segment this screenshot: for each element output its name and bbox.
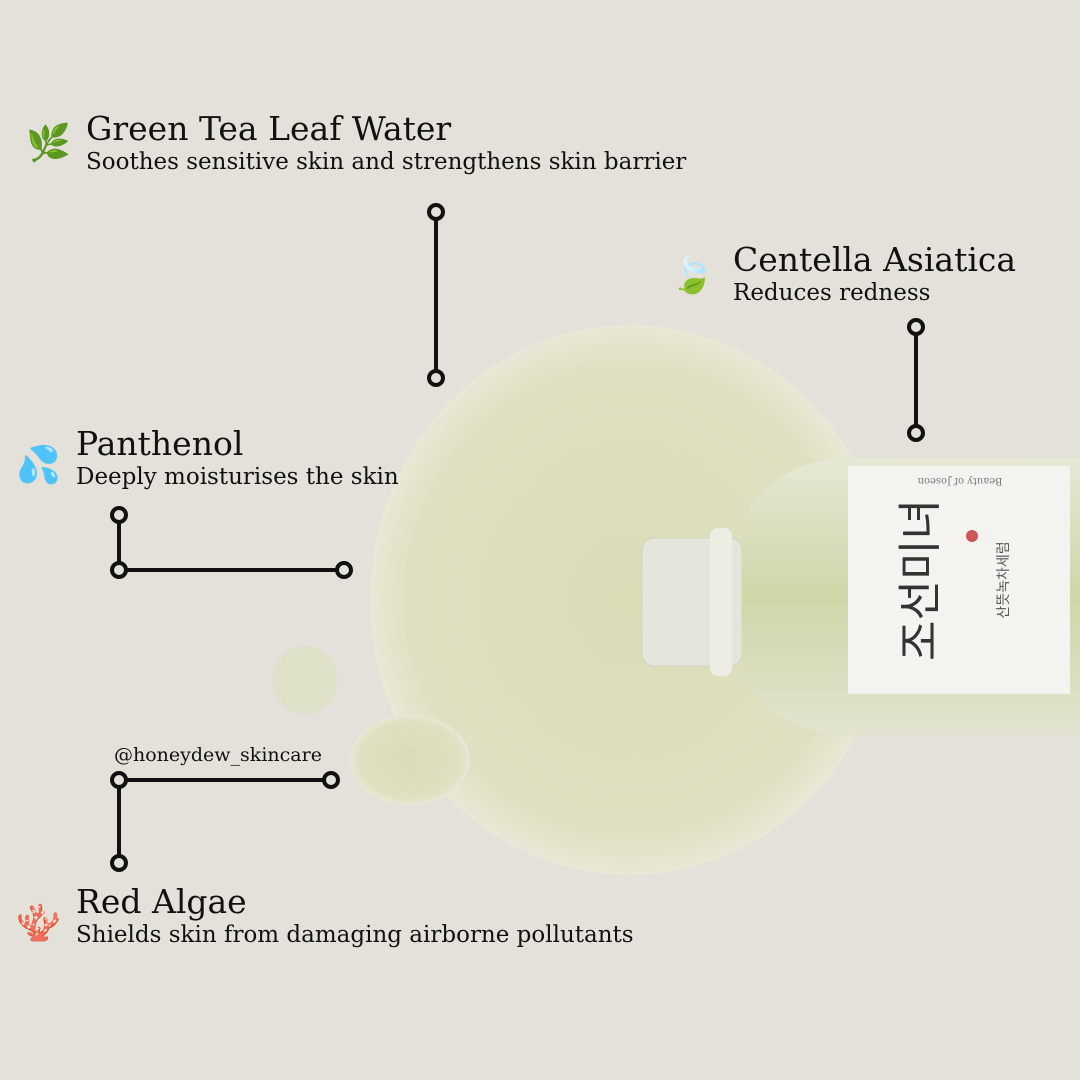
serum-bottle: Beauty of Joseon 조선미녀 산뜻녹차세럼: [641, 458, 1080, 735]
ingredient-green-tea: Green Tea Leaf Water Soothes sensitive s…: [86, 110, 686, 176]
leaves-icon: 🍃: [670, 255, 715, 296]
ingredient-title: Centella Asiatica: [733, 240, 1017, 279]
svg-text:Beauty of Joseon: Beauty of Joseon: [917, 475, 1003, 486]
ingredient-title: Panthenol: [76, 424, 244, 463]
ingredient-red-algae: Red Algae Shields skin from damaging air…: [76, 883, 634, 949]
connector-lines: [110, 203, 925, 872]
water-drops-icon: 💦: [16, 445, 61, 486]
instagram-handle: @honeydew_skincare: [114, 744, 322, 766]
ingredient-title: Green Tea Leaf Water: [86, 109, 452, 148]
ingredient-centella: Centella Asiatica Reduces redness: [733, 241, 1016, 307]
ingredient-description: Shields skin from damaging airborne poll…: [76, 922, 634, 948]
serum-puddle: [273, 325, 890, 875]
coral-icon: 🪸: [16, 903, 61, 944]
ingredient-description: Soothes sensitive skin and strengthens s…: [86, 149, 687, 175]
bottle-label: [848, 466, 1070, 694]
ingredient-description: Deeply moisturises the skin: [76, 464, 399, 490]
herb-icon: 🌿: [26, 123, 71, 164]
ingredient-panthenol: Panthenol Deeply moisturises the skin: [76, 425, 399, 491]
svg-text:조선미녀: 조선미녀: [895, 499, 946, 661]
svg-text:산뜻녹차세럼: 산뜻녹차세럼: [996, 541, 1012, 618]
ingredient-title: Red Algae: [76, 882, 247, 921]
ingredient-description: Reduces redness: [733, 280, 931, 306]
